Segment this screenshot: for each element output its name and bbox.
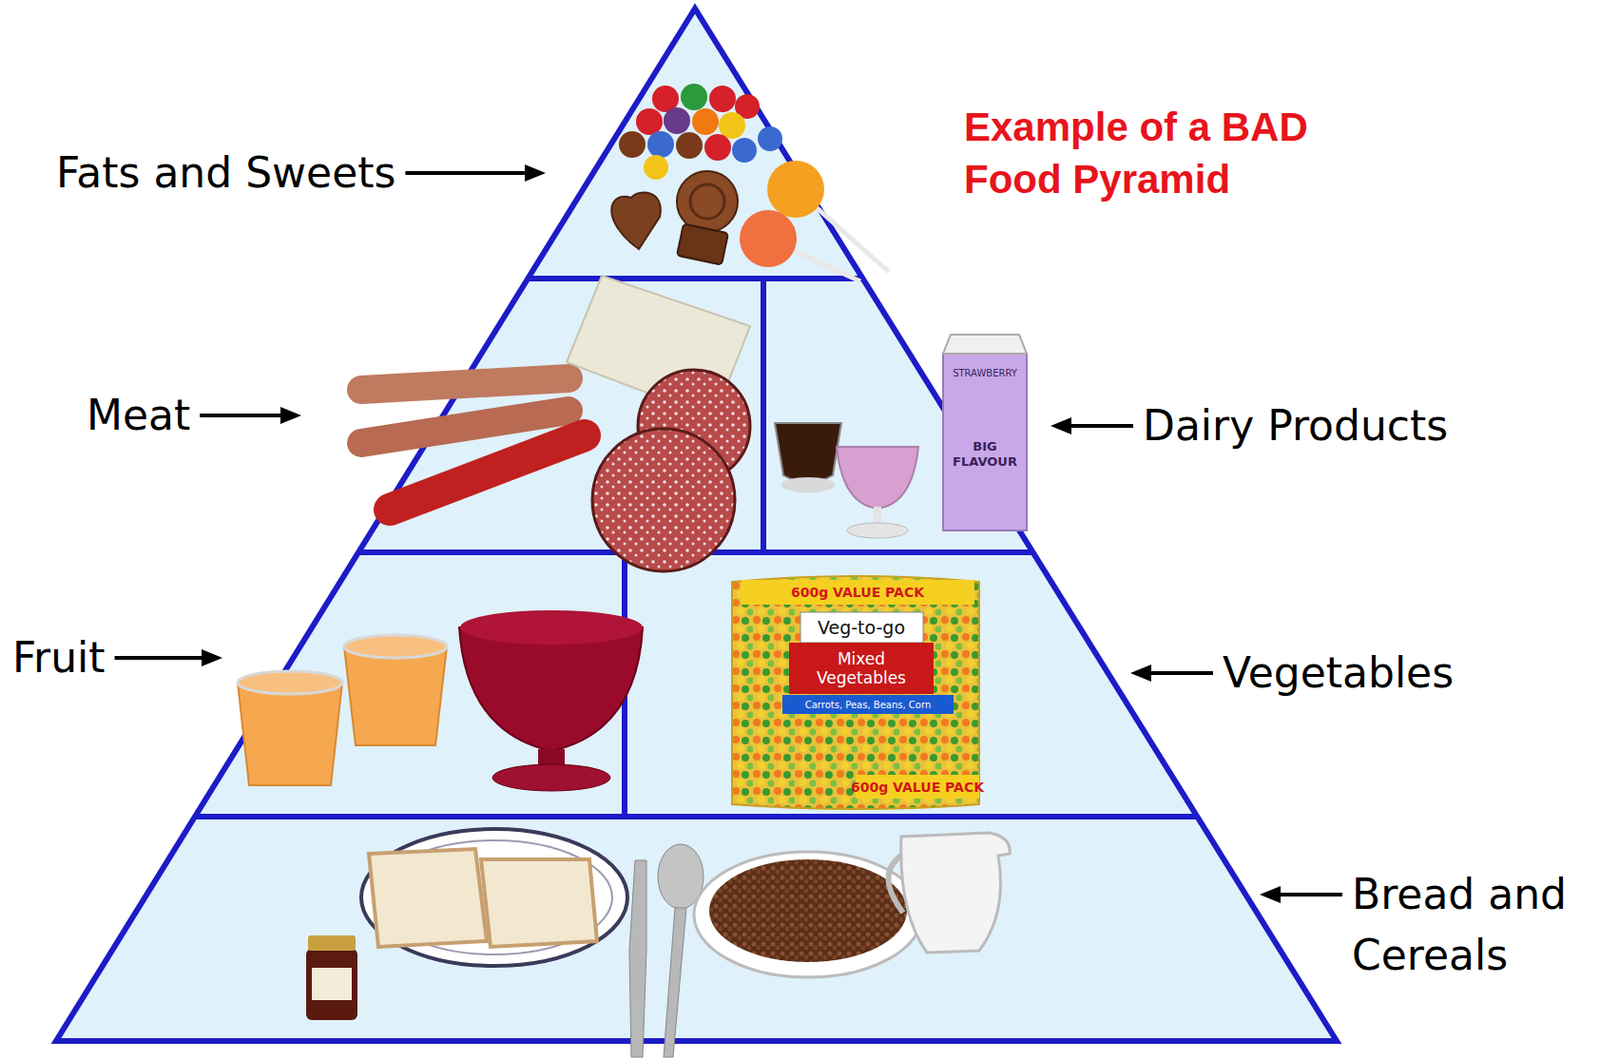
sweets-picture bbox=[675, 132, 703, 159]
sweets-picture bbox=[611, 83, 889, 282]
group-label: Bread and Cereals bbox=[1351, 864, 1595, 986]
pyramid-outline bbox=[527, 275, 864, 282]
sweets-picture bbox=[676, 171, 738, 232]
bread-cereal-picture bbox=[901, 832, 1010, 953]
bread-cereal-picture bbox=[629, 860, 647, 1058]
fruit-picture bbox=[344, 635, 447, 658]
pyramid-outline bbox=[194, 813, 1197, 820]
dairy-picture bbox=[774, 423, 842, 483]
dairy-picture bbox=[847, 522, 908, 539]
bread-cereal-picture bbox=[368, 848, 487, 947]
sweets-picture bbox=[663, 107, 691, 135]
bread-cereal-picture bbox=[693, 851, 923, 978]
pointer-arrow bbox=[1271, 892, 1343, 897]
sweets-picture bbox=[680, 83, 708, 111]
pointer-arrow bbox=[404, 171, 535, 175]
sweets-picture bbox=[643, 154, 669, 180]
pyramid-title: Example of a BAD Food Pyramid bbox=[963, 100, 1373, 206]
group-label: Fruit bbox=[12, 627, 106, 689]
fruit-picture bbox=[492, 764, 611, 791]
sweets-picture bbox=[767, 160, 825, 218]
bread-cereal-picture bbox=[663, 907, 687, 1058]
group-label: Vegetables bbox=[1222, 642, 1454, 704]
fruit-picture bbox=[459, 627, 643, 752]
vegetable-bag-picture bbox=[789, 642, 934, 694]
bread-cereal-picture bbox=[308, 935, 356, 951]
fruit-picture bbox=[344, 646, 447, 746]
sweets-picture bbox=[618, 131, 646, 158]
sweets-picture bbox=[739, 210, 797, 268]
carton-text: STRAWBERRY bbox=[952, 367, 1018, 379]
bread-cereal-picture bbox=[887, 855, 904, 913]
vegetable-bag-picture bbox=[800, 612, 924, 643]
sweets-picture bbox=[732, 137, 757, 163]
sweets-picture bbox=[690, 184, 725, 219]
vegetable-bag-picture bbox=[732, 576, 980, 810]
dairy-picture bbox=[943, 353, 1027, 531]
vegetable-bag-picture bbox=[741, 579, 975, 605]
package-text: Mixed Vegetables bbox=[796, 649, 926, 688]
sweets-picture bbox=[636, 108, 663, 135]
meat-picture bbox=[592, 428, 735, 572]
fruit-picture bbox=[237, 671, 343, 694]
bread-cereal-picture bbox=[306, 948, 358, 1021]
package-text: 600g VALUE PACK bbox=[850, 779, 984, 795]
package-text: 600g VALUE PACK bbox=[790, 584, 925, 600]
bread-cereal-picture bbox=[361, 828, 628, 966]
dairy-picture bbox=[943, 334, 1027, 354]
dairy-picture bbox=[781, 477, 835, 493]
meat-picture bbox=[361, 378, 569, 390]
carton-text: BIG FLAVOUR bbox=[946, 439, 1023, 470]
vegetable-bag-picture bbox=[782, 694, 954, 714]
pyramid-outline bbox=[760, 278, 767, 553]
meat-picture bbox=[389, 435, 585, 510]
vegetable-bag-picture bbox=[732, 576, 980, 810]
bread-cereal-picture bbox=[481, 859, 598, 947]
fruit-picture bbox=[237, 682, 343, 786]
sweets-picture bbox=[709, 85, 736, 113]
group-label: Fats and Sweets bbox=[56, 142, 396, 204]
pointer-arrow bbox=[115, 655, 212, 660]
group-label: Meat bbox=[86, 385, 191, 446]
sweets-picture bbox=[647, 131, 675, 158]
package-text: Veg-to-go bbox=[817, 616, 906, 638]
package-text: Carrots, Peas, Beans, Corn bbox=[805, 699, 932, 711]
dairy-picture bbox=[774, 334, 1027, 539]
dairy-picture bbox=[836, 446, 919, 509]
pointer-arrow bbox=[1061, 424, 1134, 428]
sweets-picture bbox=[676, 223, 729, 265]
bread-cereal-picture bbox=[306, 828, 1010, 1058]
sweets-picture bbox=[692, 108, 719, 135]
sweets-picture bbox=[704, 134, 732, 161]
meat-picture bbox=[361, 275, 751, 572]
sweets-picture bbox=[611, 192, 661, 250]
pointer-arrow bbox=[199, 413, 290, 418]
fruit-picture bbox=[237, 610, 643, 791]
bread-cereal-picture bbox=[709, 859, 907, 963]
fruit-picture bbox=[460, 610, 643, 645]
sweets-picture bbox=[757, 126, 783, 152]
bread-cereal-picture bbox=[311, 967, 352, 1001]
sweets-picture bbox=[718, 112, 746, 139]
pointer-arrow bbox=[1141, 671, 1214, 675]
group-label: Dairy Products bbox=[1142, 395, 1448, 457]
